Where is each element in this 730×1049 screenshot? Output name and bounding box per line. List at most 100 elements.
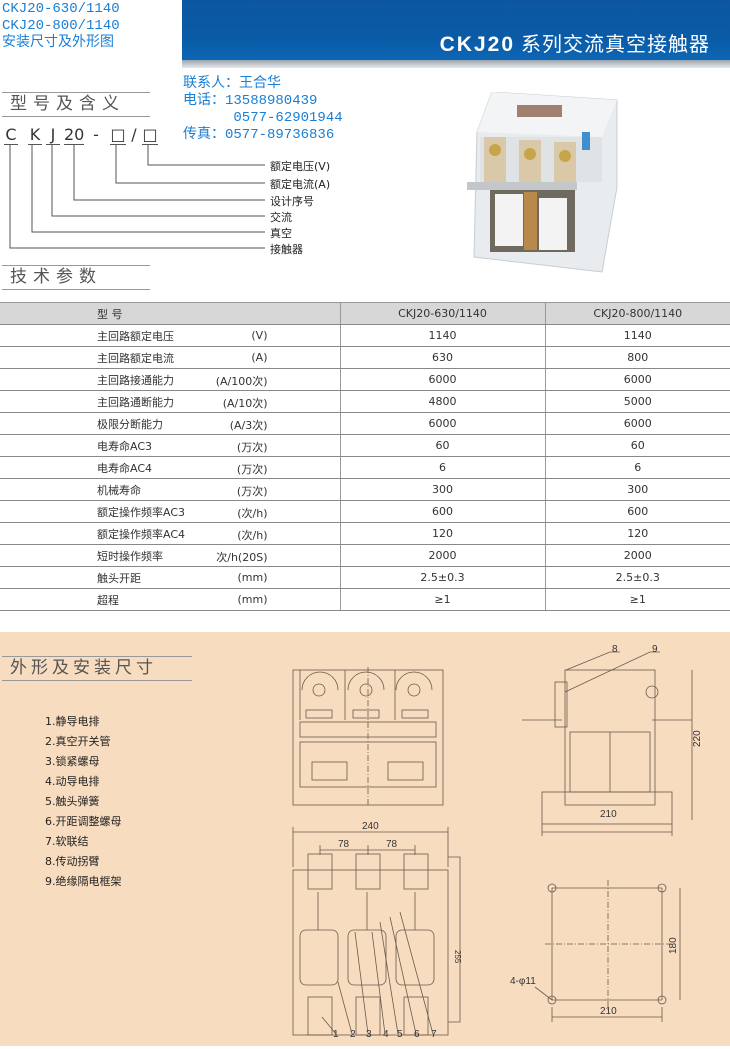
param-unit: (mm) — [237, 571, 268, 584]
model-line-2: CKJ20-800/1140 — [2, 18, 120, 34]
value-800: 120 — [544, 522, 730, 545]
value-630: 630 — [339, 346, 545, 369]
value-630: 6 — [339, 456, 545, 479]
document-heading: CKJ20-630/1140 CKJ20-800/1140 安装尺寸及外形图 — [2, 1, 120, 52]
dim-side-height: 220 — [692, 730, 703, 747]
banner-model: CKJ20 — [439, 33, 515, 56]
dimension-section-title: 外形及安装尺寸 — [2, 656, 192, 681]
param-cell: 电寿命AC4(万次) — [0, 456, 340, 479]
front-view-drawing — [292, 667, 444, 807]
code-voltage: □ — [142, 125, 158, 145]
legend-item: 7.软联结 — [45, 835, 89, 848]
value-630: 2.5±0.3 — [339, 566, 545, 589]
dim-holes: 4-φ11 — [510, 976, 536, 987]
legend-item: 3.锁紧螺母 — [45, 755, 100, 768]
param-name: 触头开距 — [97, 571, 141, 585]
value-800: 6000 — [544, 368, 730, 391]
param-unit: (万次) — [236, 441, 268, 454]
value-630: 300 — [339, 478, 545, 501]
value-630: 4800 — [339, 390, 545, 413]
param-unit: (mm) — [237, 593, 268, 606]
value-800: 6 — [544, 456, 730, 479]
contact-phone: 电话：13588980439 — [183, 93, 318, 109]
param-unit: (A/100次) — [215, 375, 268, 388]
mount-hole — [547, 883, 557, 893]
code-j: J — [46, 125, 60, 145]
param-unit: (次/h) — [237, 507, 268, 520]
banner-title: CKJ20 系列交流真空接触器 — [440, 28, 710, 57]
code-k: K — [28, 125, 42, 145]
param-unit: (次/h) — [237, 529, 268, 542]
legend-item: 5.触头弹簧 — [45, 795, 100, 808]
param-name: 主回路额定电压 — [97, 329, 174, 343]
title-banner: CKJ20 系列交流真空接触器 — [182, 0, 730, 60]
param-name: 极限分断能力 — [97, 417, 163, 431]
contact-info: 联系人：王合华 电话：13588980439 0577-62901944 传真：… — [183, 76, 343, 144]
param-cell: 触头开距 (mm) — [0, 566, 340, 589]
param-cell: 超程(mm) — [0, 588, 340, 611]
dimension-drawings: 8 9 210 220 240 78 78 255 210 180 4-φ11 … — [292, 644, 703, 1040]
meaning-design-no: 设计序号 — [270, 195, 314, 208]
callout-2: 2 — [350, 1029, 356, 1040]
legend-item: 9.绝缘隔电框架 — [45, 875, 122, 888]
model-code-leader-lines — [9, 145, 265, 249]
drawing-caption: 安装尺寸及外形图 — [2, 35, 114, 51]
param-unit: (A) — [251, 351, 268, 364]
dim-front-width: 240 — [362, 821, 379, 832]
legend-item: 8.传动拐臂 — [45, 855, 100, 868]
code-c: C — [4, 125, 18, 145]
value-800: 2000 — [544, 544, 730, 567]
code-current: □ — [110, 125, 126, 145]
product-photo — [467, 92, 618, 273]
meaning-contactor: 接触器 — [270, 243, 303, 256]
code-slash: / — [131, 125, 137, 144]
legend-item: 6.开距调整螺母 — [45, 815, 122, 828]
param-name: 电寿命AC3 — [97, 439, 153, 453]
param-unit: (A/3次) — [229, 419, 268, 432]
bottom-view-drawing — [292, 827, 461, 1036]
callout-1: 1 — [333, 1029, 339, 1040]
param-name: 额定操作频率AC4 — [97, 527, 186, 541]
banner-series: 系列交流真空接触器 — [521, 32, 710, 56]
param-name: 主回路通断能力 — [97, 395, 174, 409]
dim-mount-height: 180 — [668, 937, 679, 954]
contact-fax: 传真：0577-89736836 — [183, 127, 335, 143]
table-header: 型 号 CKJ20-630/1140 CKJ20-800/1140 — [0, 302, 730, 325]
param-cell: 额定操作频率AC3(次/h) — [0, 500, 340, 523]
callout-9: 9 — [652, 644, 658, 655]
param-cell: 主回路通断能力 (A/10次) — [0, 390, 340, 413]
header-model: 型 号 — [0, 302, 340, 325]
param-unit: 次/h(20S) — [216, 551, 268, 564]
meaning-vacuum: 真空 — [270, 227, 292, 240]
code-dash: - — [93, 125, 99, 144]
legend-item: 4.动导电排 — [45, 775, 100, 788]
param-cell: 电寿命AC3 (万次) — [0, 434, 340, 457]
value-800: ≥1 — [544, 588, 730, 611]
dim-pitch-2: 78 — [386, 839, 398, 850]
contact-person: 联系人：王合华 — [183, 76, 281, 92]
value-800: 1140 — [544, 324, 730, 347]
value-800: 600 — [544, 500, 730, 523]
legend-item: 2.真空开关管 — [45, 735, 111, 748]
dim-side-width: 210 — [600, 809, 617, 820]
spec-table: 型 号 CKJ20-630/1140 CKJ20-800/1140 主回路额定电… — [0, 302, 730, 611]
callout-8: 8 — [612, 644, 618, 655]
side-view-drawing — [522, 651, 693, 836]
param-cell: 短时操作频率次/h(20S) — [0, 544, 340, 567]
callout-3: 3 — [366, 1029, 372, 1040]
param-name: 主回路接通能力 — [97, 373, 174, 387]
callout-5: 5 — [397, 1029, 403, 1040]
param-unit: (A/10次) — [222, 397, 268, 410]
contact-phone-2: 0577-62901944 — [183, 110, 343, 126]
legend-item: 1.静导电排 — [45, 715, 100, 728]
dim-front-height: 255 — [453, 950, 462, 964]
